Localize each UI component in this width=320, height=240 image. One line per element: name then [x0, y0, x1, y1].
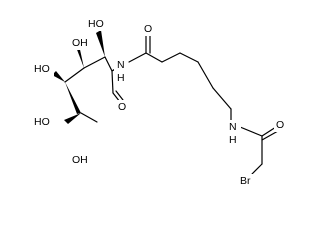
- bond-c8-c9: [161, 52, 181, 63]
- wedge-c4-c5: [65, 82, 81, 114]
- atom-ho-c3: OH: [72, 37, 88, 49]
- wedge-c5-oh: [64, 113, 81, 124]
- bond-c11-c12: [212, 87, 232, 110]
- bond-c1-c1prime: [111, 70, 114, 94]
- atom-oh-c6: OH: [72, 154, 88, 166]
- atom-ho-c4: HO: [34, 63, 50, 75]
- bond-c2-c1: [104, 56, 113, 72]
- wedge-c3-oh: [76, 45, 84, 68]
- bond-c14-br: [251, 163, 263, 175]
- atom-oh-c2: HO: [88, 18, 104, 30]
- atom-amide2-n: N: [229, 121, 237, 133]
- bond-c4-c3: [64, 67, 85, 83]
- bond-c13-o2-double: [261, 130, 279, 141]
- bond-c13-o2: [261, 126, 277, 137]
- bond-c7-c8: [145, 52, 163, 63]
- bond-c3-c2: [83, 56, 106, 69]
- molecule-structure: OH HO HO OH HO O N H O N H O Br: [32, 17, 286, 188]
- atom-aldehyde-o: O: [118, 101, 126, 113]
- atom-amide1-n: N: [117, 59, 125, 71]
- atom-amide2-o: O: [276, 119, 284, 131]
- bond-c6-c5: [80, 112, 98, 123]
- atom-ho-c5: HO: [34, 116, 50, 128]
- atom-amide1-o: O: [144, 23, 152, 35]
- bond-c9-c10: [179, 52, 199, 63]
- atom-bromine: Br: [240, 175, 251, 187]
- bond-c10-c11: [197, 61, 214, 89]
- bond-n1-c7: [128, 52, 147, 63]
- atom-labels: OH HO HO OH HO O N H O N H O Br: [32, 17, 286, 188]
- bond-skeleton: [64, 35, 279, 175]
- wedge-c4-oh: [52, 71, 65, 82]
- wedge-c2-oh: [96, 30, 105, 57]
- atom-amide1-h: H: [117, 72, 125, 84]
- atom-amide2-h: H: [229, 134, 237, 146]
- bond-n2-c13: [239, 126, 263, 137]
- bond-c1prime-o-double: [115, 90, 124, 101]
